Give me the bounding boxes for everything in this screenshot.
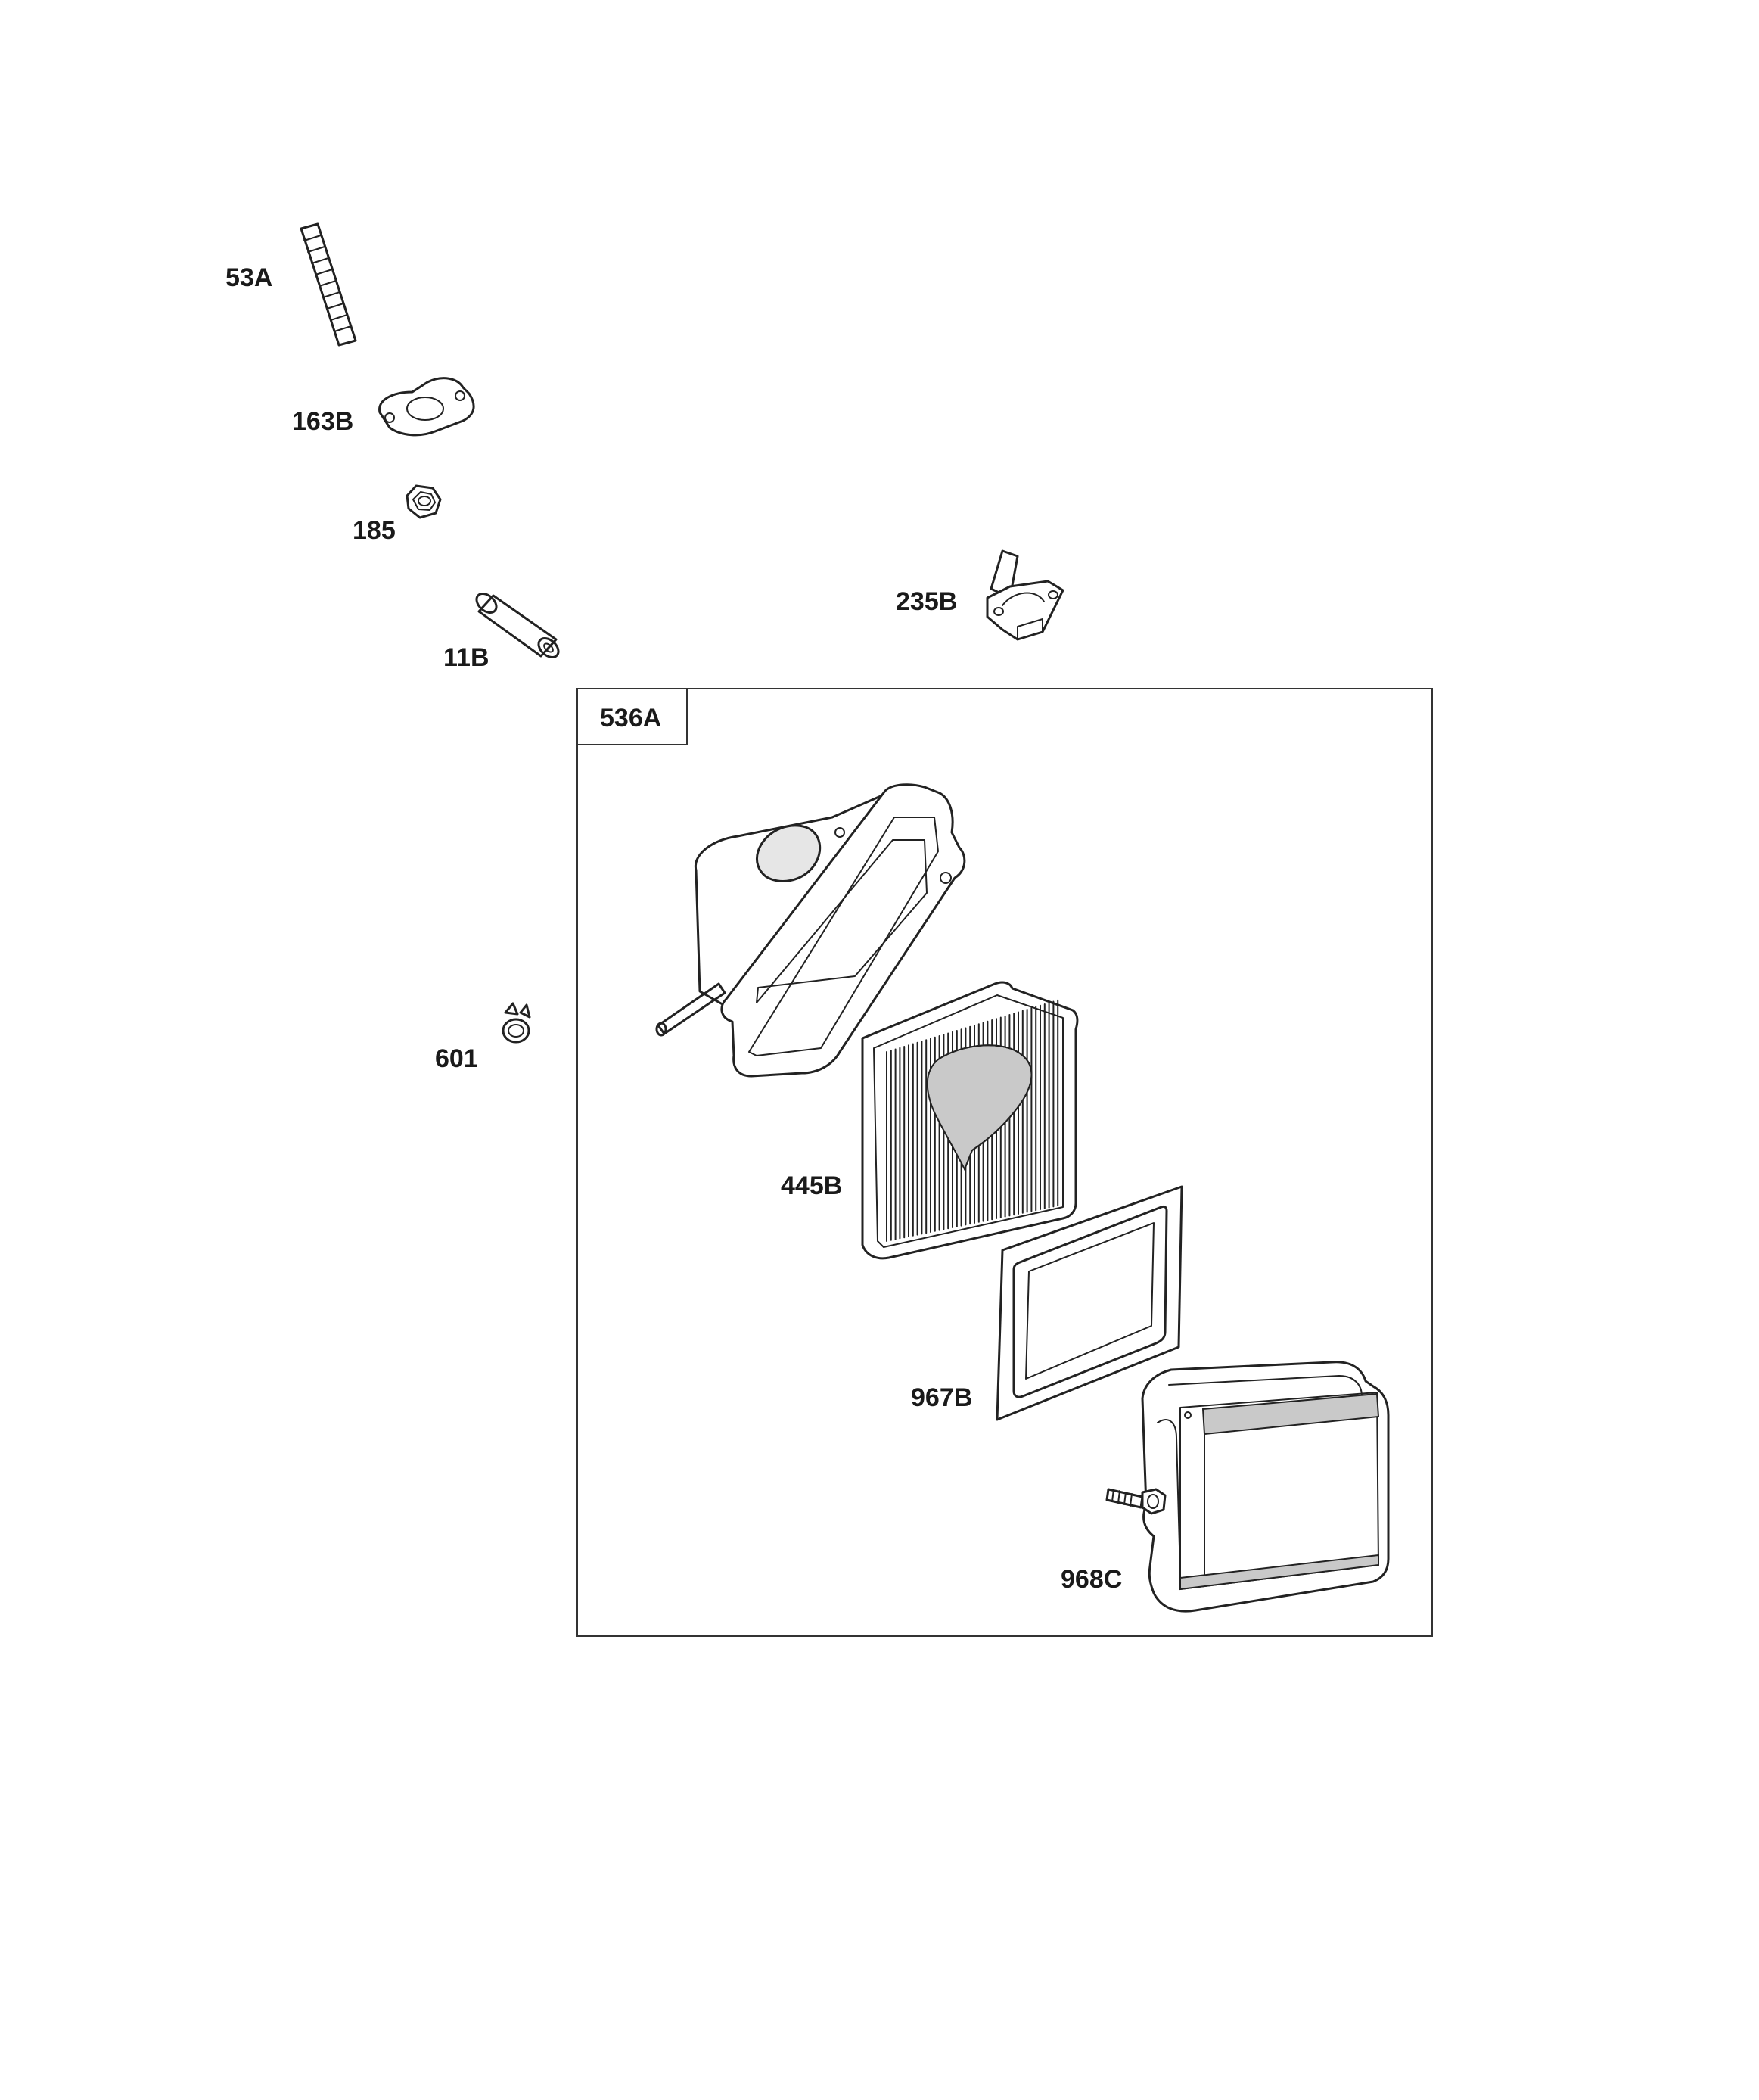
clamp-label: 601 <box>435 1044 478 1073</box>
kit-frame <box>576 688 1433 1637</box>
part-tube <box>475 593 560 658</box>
seal-label: 967B <box>911 1383 972 1412</box>
tube-label: 11B <box>443 643 489 672</box>
part-stud <box>300 222 357 347</box>
stud-label: 53A <box>225 263 272 292</box>
part-nut <box>406 484 442 519</box>
part-clamp <box>502 1002 531 1044</box>
bracket-label: 235B <box>896 587 957 616</box>
part-filter <box>861 981 1079 1260</box>
kit-label: 536A <box>600 704 661 733</box>
part-seal <box>996 1185 1183 1421</box>
part-cover <box>1105 1361 1390 1613</box>
cover-label: 968C <box>1061 1565 1122 1594</box>
air-cleaner-base <box>655 783 966 1078</box>
filter-label: 445B <box>781 1171 842 1200</box>
nut-label: 185 <box>353 516 396 545</box>
part-bracket <box>986 549 1064 641</box>
gasket-label: 163B <box>292 407 353 436</box>
part-gasket <box>378 377 475 437</box>
